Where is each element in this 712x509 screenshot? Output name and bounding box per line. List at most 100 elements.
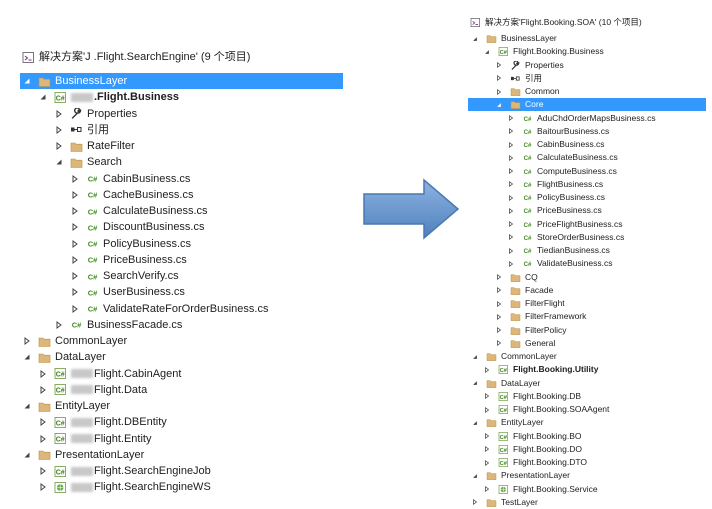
- tree-item-filterframework[interactable]: FilterFramework: [470, 310, 586, 323]
- tree-item-search[interactable]: Search: [22, 154, 122, 170]
- tree-item-cq[interactable]: CQ: [470, 271, 538, 284]
- expand-arrow-icon[interactable]: [38, 385, 48, 394]
- tree-item-filterflight[interactable]: FilterFlight: [470, 297, 565, 310]
- tree-item-testlayer[interactable]: TestLayer: [470, 496, 538, 509]
- tree-item-aduchdordermapsbusiness-cs[interactable]: C#AduChdOrderMapsBusiness.cs: [470, 112, 656, 125]
- tree-item-ratefilter[interactable]: RateFilter: [22, 138, 135, 154]
- expand-arrow-icon[interactable]: [494, 62, 504, 68]
- expand-arrow-icon[interactable]: [506, 221, 516, 227]
- expand-arrow-icon[interactable]: [38, 483, 48, 492]
- tree-item-flight-booking-bo[interactable]: C#Flight.Booking.BO: [470, 430, 582, 443]
- tree-item-item[interactable]: 引用: [470, 72, 542, 85]
- tree-item-businessfacade-cs[interactable]: C#BusinessFacade.cs: [22, 317, 182, 333]
- tree-item-flight-booking-business[interactable]: C#Flight.Booking.Business: [470, 45, 604, 58]
- expand-arrow-icon[interactable]: [54, 109, 64, 118]
- tree-item-commonlayer[interactable]: CommonLayer: [22, 333, 127, 349]
- expand-arrow-icon[interactable]: [494, 327, 504, 333]
- tree-item-flight-booking-soaagent[interactable]: C#Flight.Booking.SOAAgent: [470, 403, 609, 416]
- tree-item-userbusiness-cs[interactable]: C#UserBusiness.cs: [22, 284, 185, 300]
- expand-arrow-icon[interactable]: [70, 304, 80, 313]
- expand-arrow-icon[interactable]: [70, 190, 80, 199]
- expand-arrow-icon[interactable]: [494, 340, 504, 347]
- collapse-arrow-icon[interactable]: [470, 473, 480, 479]
- expand-arrow-icon[interactable]: [494, 75, 504, 82]
- tree-item-flight-searchenginews[interactable]: Flight.SearchEngineWS: [22, 479, 211, 495]
- expand-arrow-icon[interactable]: [482, 433, 492, 439]
- expand-arrow-icon[interactable]: [482, 366, 492, 373]
- tree-item-cabinbusiness-cs[interactable]: C#CabinBusiness.cs: [470, 138, 605, 151]
- tree-item-flightbusiness-cs[interactable]: C#FlightBusiness.cs: [470, 178, 603, 191]
- tree-item-pricebusiness-cs[interactable]: C#PriceBusiness.cs: [22, 252, 187, 268]
- expand-arrow-icon[interactable]: [482, 459, 492, 466]
- tree-item-flight-data[interactable]: C#Flight.Data: [22, 382, 147, 398]
- tree-item-tiedianbusiness-cs[interactable]: C#TiedianBusiness.cs: [470, 244, 610, 257]
- tree-item-discountbusiness-cs[interactable]: C#DiscountBusiness.cs: [22, 219, 205, 235]
- expand-arrow-icon[interactable]: [494, 300, 504, 307]
- expand-arrow-icon[interactable]: [506, 260, 516, 267]
- tree-item-properties[interactable]: Properties: [470, 59, 564, 72]
- collapse-arrow-icon[interactable]: [22, 402, 32, 410]
- tree-item-datalayer[interactable]: DataLayer: [470, 377, 540, 390]
- expand-arrow-icon[interactable]: [482, 486, 492, 492]
- expand-arrow-icon[interactable]: [70, 255, 80, 264]
- tree-item-commonlayer[interactable]: CommonLayer: [470, 350, 557, 363]
- tree-item-flight-dbentity[interactable]: C#Flight.DBEntity: [22, 414, 167, 430]
- tree-item-flight-cabinagent[interactable]: C#Flight.CabinAgent: [22, 366, 181, 382]
- tree-item-priceflightbusiness-cs[interactable]: C#PriceFlightBusiness.cs: [470, 218, 623, 231]
- expand-arrow-icon[interactable]: [38, 467, 48, 475]
- tree-item-pricebusiness-cs[interactable]: C#PriceBusiness.cs: [470, 204, 602, 217]
- expand-arrow-icon[interactable]: [506, 128, 516, 135]
- expand-arrow-icon[interactable]: [38, 434, 48, 443]
- expand-arrow-icon[interactable]: [506, 168, 516, 174]
- tree-item-businesslayer[interactable]: BusinessLayer: [20, 73, 343, 89]
- expand-arrow-icon[interactable]: [22, 337, 32, 345]
- expand-arrow-icon[interactable]: [70, 223, 80, 232]
- solution-root[interactable]: 解决方案'J .Flight.SearchEngine' (9 个项目): [22, 49, 250, 65]
- expand-arrow-icon[interactable]: [54, 142, 64, 150]
- tree-item-presentationlayer[interactable]: PresentationLayer: [22, 447, 144, 463]
- expand-arrow-icon[interactable]: [506, 194, 516, 201]
- tree-item-validateratefororderbusiness-cs[interactable]: C#ValidateRateForOrderBusiness.cs: [22, 301, 268, 317]
- tree-item-datalayer[interactable]: DataLayer: [22, 349, 106, 365]
- tree-item-common[interactable]: Common: [470, 85, 559, 98]
- tree-item-calculatebusiness-cs[interactable]: C#CalculateBusiness.cs: [22, 203, 208, 219]
- tree-item-flight-booking-utility[interactable]: C#Flight.Booking.Utility: [470, 363, 598, 376]
- tree-item-item[interactable]: 引用: [22, 122, 109, 138]
- expand-arrow-icon[interactable]: [494, 274, 504, 280]
- expand-arrow-icon[interactable]: [482, 446, 492, 453]
- expand-arrow-icon[interactable]: [70, 239, 80, 248]
- tree-item-core[interactable]: Core: [468, 98, 706, 112]
- collapse-arrow-icon[interactable]: [22, 353, 32, 361]
- collapse-arrow-icon[interactable]: [22, 77, 32, 85]
- tree-item-businesslayer[interactable]: BusinessLayer: [470, 32, 557, 45]
- tree-item-flight-booking-do[interactable]: C#Flight.Booking.DO: [470, 443, 582, 456]
- tree-item-baitourbusiness-cs[interactable]: C#BaitourBusiness.cs: [470, 125, 609, 138]
- expand-arrow-icon[interactable]: [506, 207, 516, 214]
- collapse-arrow-icon[interactable]: [54, 158, 64, 166]
- expand-arrow-icon[interactable]: [38, 369, 48, 378]
- collapse-arrow-icon[interactable]: [22, 451, 32, 459]
- tree-item-flight-searchenginejob[interactable]: C#Flight.SearchEngineJob: [22, 463, 211, 479]
- expand-arrow-icon[interactable]: [70, 272, 80, 280]
- tree-item-cabinbusiness-cs[interactable]: C#CabinBusiness.cs: [22, 171, 190, 187]
- expand-arrow-icon[interactable]: [470, 499, 480, 506]
- expand-arrow-icon[interactable]: [482, 406, 492, 413]
- tree-item-cachebusiness-cs[interactable]: C#CacheBusiness.cs: [22, 187, 194, 203]
- tree-item-policybusiness-cs[interactable]: C#PolicyBusiness.cs: [22, 236, 191, 252]
- collapse-arrow-icon[interactable]: [494, 102, 504, 108]
- tree-item-validatebusiness-cs[interactable]: C#ValidateBusiness.cs: [470, 257, 612, 270]
- tree-item-storeorderbusiness-cs[interactable]: C#StoreOrderBusiness.cs: [470, 231, 624, 244]
- expand-arrow-icon[interactable]: [506, 115, 516, 121]
- collapse-arrow-icon[interactable]: [470, 420, 480, 426]
- expand-arrow-icon[interactable]: [70, 207, 80, 215]
- expand-arrow-icon[interactable]: [54, 125, 64, 134]
- tree-item-flight-booking-dto[interactable]: C#Flight.Booking.DTO: [470, 456, 587, 469]
- expand-arrow-icon[interactable]: [482, 393, 492, 400]
- tree-item-flight-entity[interactable]: C#Flight.Entity: [22, 431, 151, 447]
- tree-item-properties[interactable]: Properties: [22, 106, 137, 122]
- tree-item-presentationlayer[interactable]: PresentationLayer: [470, 469, 570, 482]
- tree-item-flight-business[interactable]: C#.Flight.Business: [22, 89, 179, 105]
- tree-item-filterpolicy[interactable]: FilterPolicy: [470, 324, 567, 337]
- collapse-arrow-icon[interactable]: [470, 354, 480, 360]
- tree-item-computebusiness-cs[interactable]: C#ComputeBusiness.cs: [470, 165, 617, 178]
